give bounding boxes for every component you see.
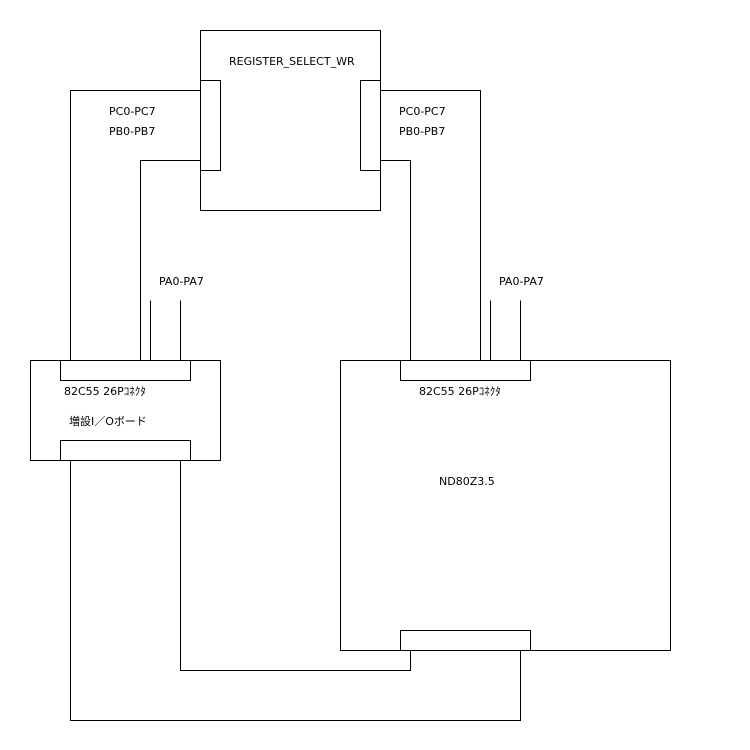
right-pb-wire (380, 160, 411, 361)
register-select-left-port (200, 80, 221, 171)
nd80-bottom-connector (400, 630, 531, 651)
left-pc-label: PC0-PC7 (109, 105, 156, 118)
io-board-connector-label: 82C55 26Pｺﾈｸﾀ (64, 385, 146, 398)
bottom-cable-inner (180, 460, 411, 671)
register-select-right-port (360, 80, 381, 171)
left-pb-label: PB0-PB7 (109, 125, 156, 138)
right-pb-label: PB0-PB7 (399, 125, 446, 138)
io-board-top-connector (60, 360, 191, 381)
io-board-box (30, 360, 221, 461)
left-pa-label: PA0-PA7 (159, 275, 204, 288)
left-pb-wire (140, 160, 201, 361)
nd80-name: ND80Z3.5 (439, 475, 495, 488)
register-select-label: REGISTER_SELECT_WR (229, 55, 355, 68)
right-pa-label: PA0-PA7 (499, 275, 544, 288)
nd80-connector-label: 82C55 26Pｺﾈｸﾀ (419, 385, 501, 398)
right-pc-label: PC0-PC7 (399, 105, 446, 118)
nd80-top-connector (400, 360, 531, 381)
io-board-name: 増設I／Oボード (69, 415, 147, 428)
left-pc-wire (70, 90, 201, 361)
io-board-bottom-connector (60, 440, 191, 461)
right-pc-wire (380, 90, 481, 361)
nd80-box (340, 360, 671, 651)
bottom-cable-outer (70, 460, 521, 721)
